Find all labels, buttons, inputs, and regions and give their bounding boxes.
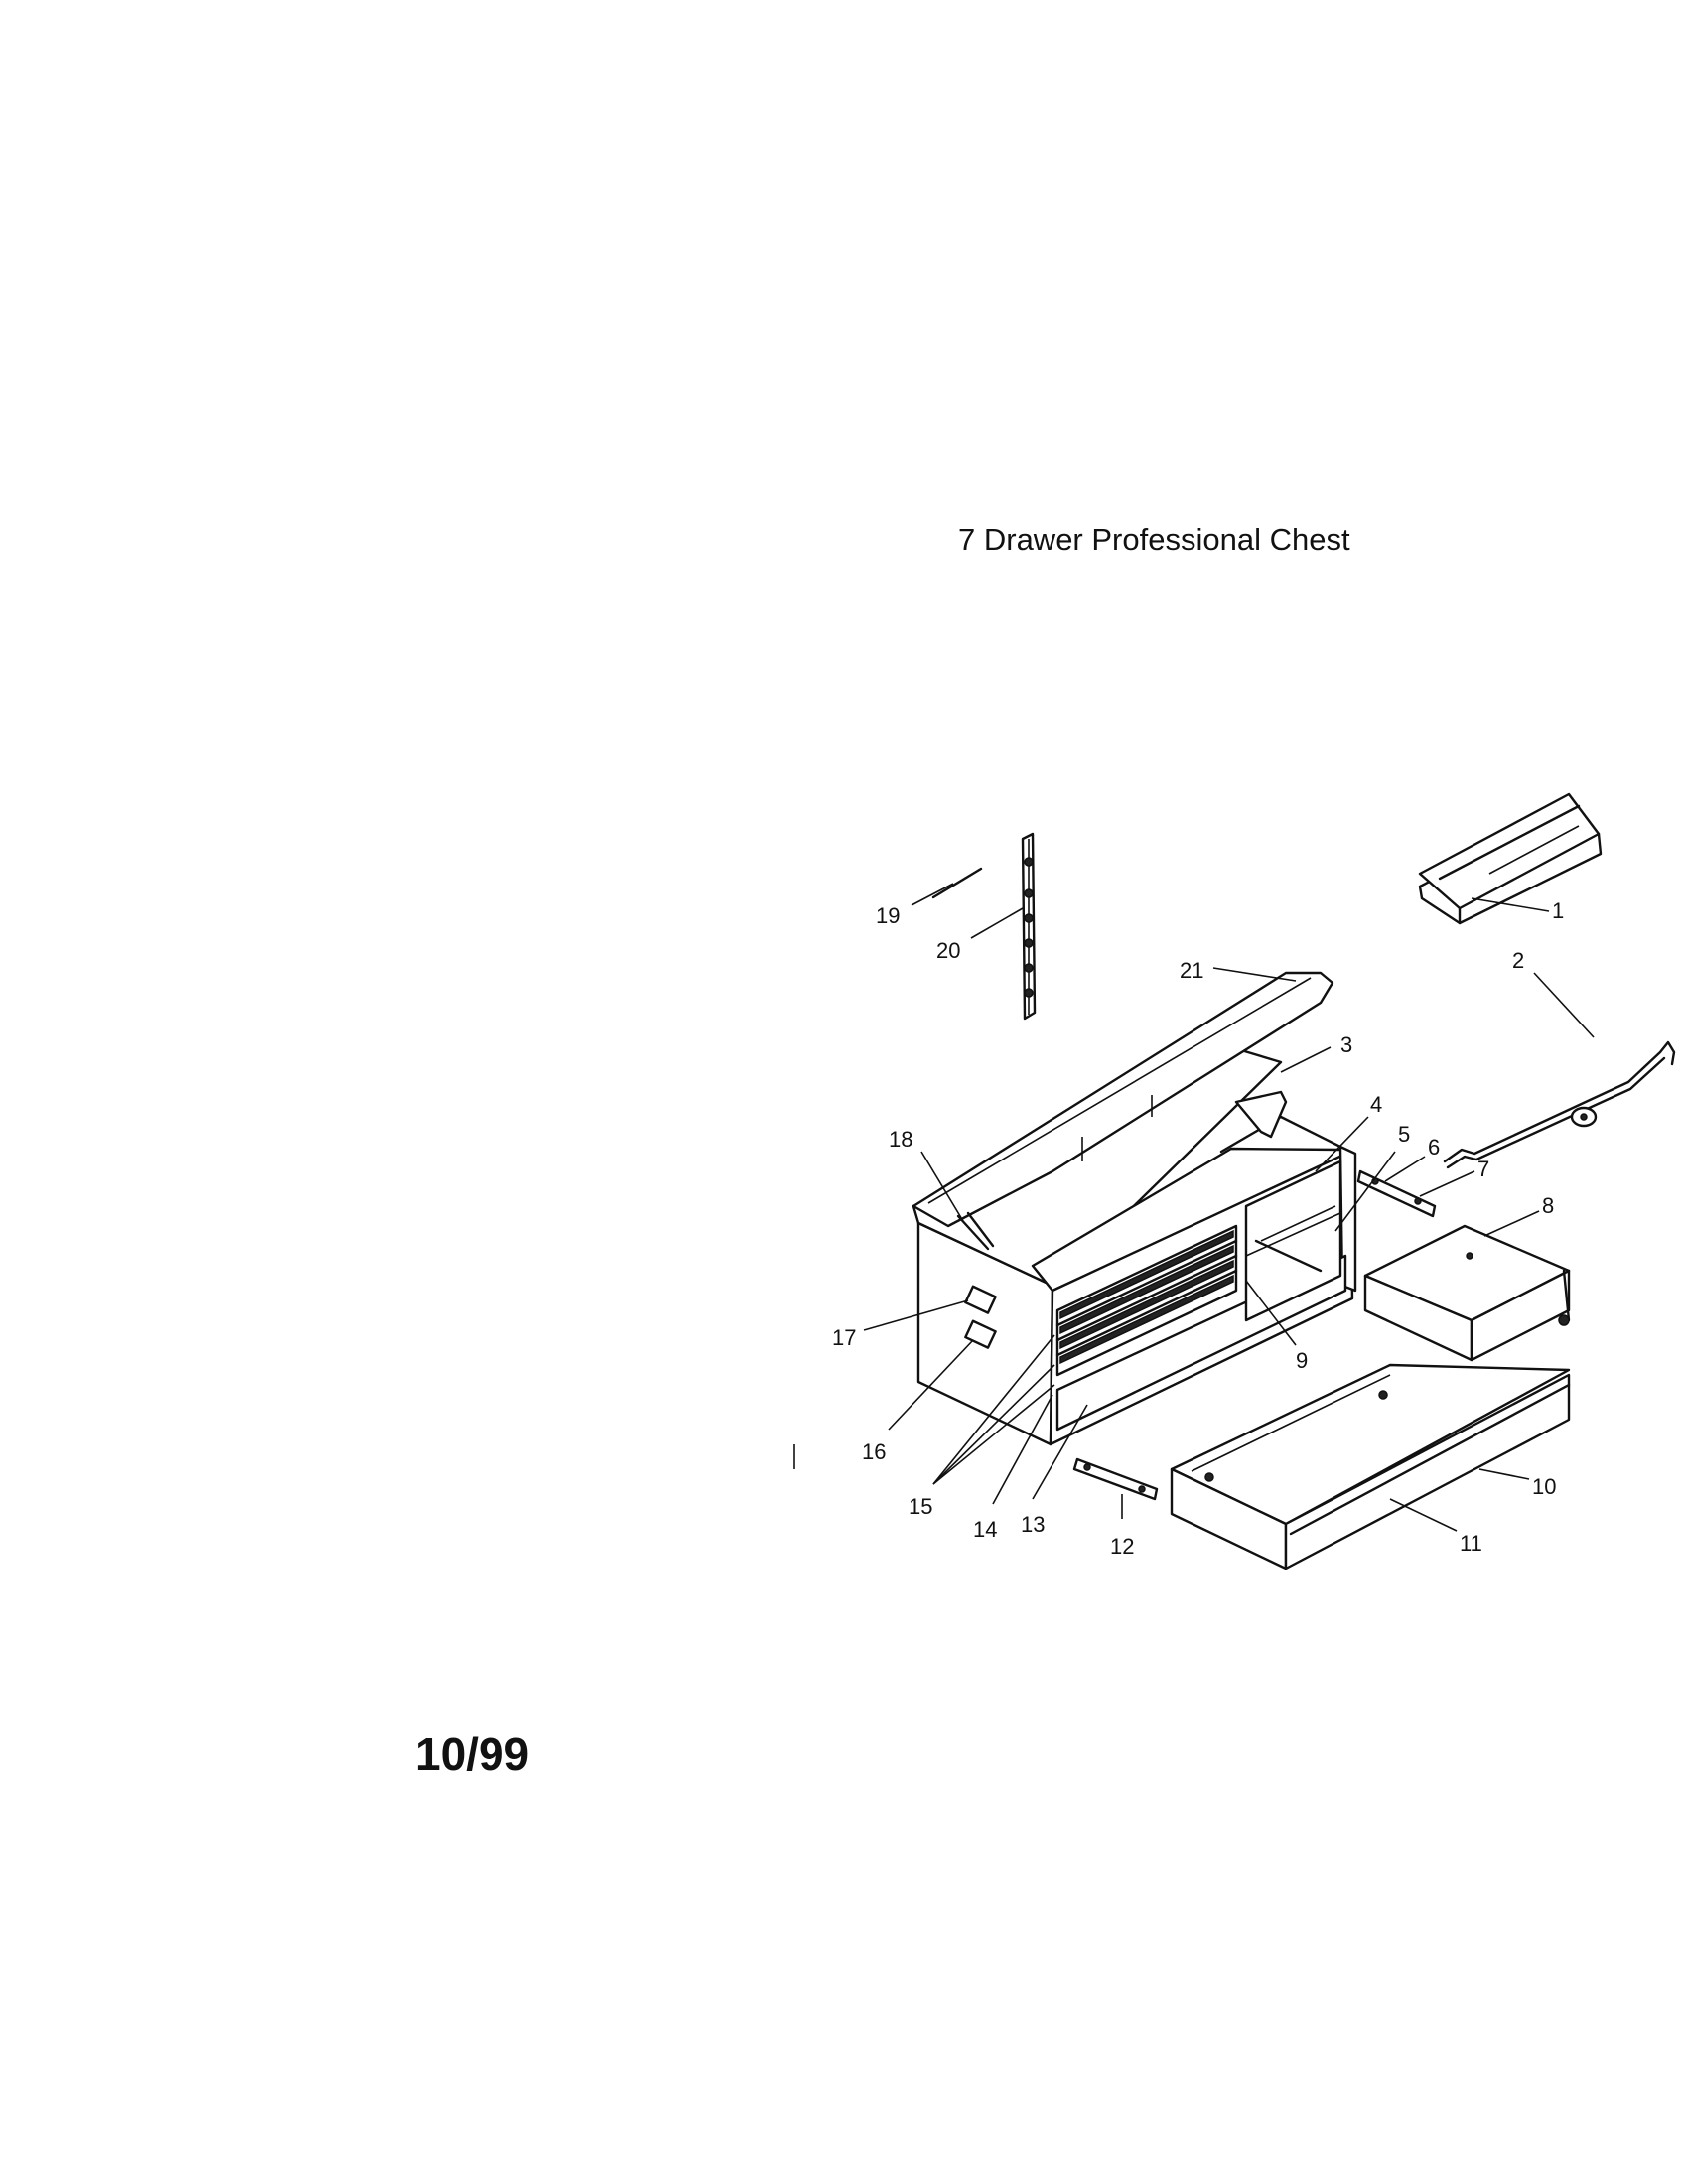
leader-18 xyxy=(920,1151,964,1222)
callout-21: 21 xyxy=(1180,958,1203,983)
leader-15c xyxy=(932,1334,1055,1485)
part-lid xyxy=(912,971,1334,1228)
part-drawer-slide-upper xyxy=(1356,1169,1437,1218)
callout-10: 10 xyxy=(1532,1474,1556,1499)
part-hinge-strip xyxy=(1021,832,1037,1021)
leader-15a xyxy=(932,1364,1055,1485)
revision-date: 10/99 xyxy=(415,1728,530,1780)
leader-21 xyxy=(1212,967,1297,982)
leader-2 xyxy=(1533,972,1595,1038)
leader-7 xyxy=(1419,1170,1475,1197)
callout-6: 6 xyxy=(1428,1135,1440,1160)
leader-8 xyxy=(1483,1210,1540,1237)
diagram-title: 7 Drawer Professional Chest xyxy=(958,522,1350,557)
callout-8: 8 xyxy=(1542,1193,1554,1218)
leader-15b xyxy=(932,1384,1055,1485)
callout-12: 12 xyxy=(1110,1534,1134,1559)
callout-19: 19 xyxy=(876,903,900,928)
part-drawer-slide-middle xyxy=(1254,1239,1323,1273)
part-small-drawer xyxy=(1363,1224,1571,1362)
callout-2: 2 xyxy=(1512,948,1524,973)
callout-14: 14 xyxy=(973,1517,997,1542)
leader-lines xyxy=(863,883,1595,1532)
leader-16 xyxy=(888,1339,974,1431)
leader-6 xyxy=(1384,1156,1426,1182)
callout-3: 3 xyxy=(1340,1032,1352,1057)
callout-13: 13 xyxy=(1021,1512,1045,1537)
leader-10 xyxy=(1478,1468,1530,1480)
leader-19 xyxy=(911,883,954,906)
part-large-drawer xyxy=(1170,1363,1571,1570)
callout-18: 18 xyxy=(889,1127,912,1152)
leader-11 xyxy=(1389,1498,1458,1532)
leader-1 xyxy=(1471,897,1550,912)
callout-16: 16 xyxy=(862,1439,886,1464)
callout-20: 20 xyxy=(936,938,960,963)
leader-20 xyxy=(970,907,1024,939)
callout-labels: 1 2 3 4 5 6 7 8 9 10 11 12 13 14 15 16 1… xyxy=(832,898,1564,1559)
part-pin xyxy=(931,867,983,899)
callout-1: 1 xyxy=(1552,898,1564,923)
leader-17 xyxy=(863,1299,969,1331)
leader-3 xyxy=(1280,1046,1332,1073)
leader-5 xyxy=(1334,1151,1396,1232)
callout-17: 17 xyxy=(832,1325,856,1350)
leader-9 xyxy=(1245,1280,1297,1346)
leader-4 xyxy=(1315,1116,1369,1172)
part-drawer-slide-lower xyxy=(1072,1457,1159,1501)
leader-13 xyxy=(1032,1404,1088,1500)
part-lock-rod xyxy=(1443,1040,1676,1169)
part-chest-body xyxy=(912,971,1357,1446)
callout-5: 5 xyxy=(1398,1122,1410,1147)
callout-4: 4 xyxy=(1370,1092,1382,1117)
callout-15: 15 xyxy=(909,1494,932,1519)
leader-14 xyxy=(992,1394,1053,1505)
callout-11: 11 xyxy=(1460,1531,1482,1556)
callout-7: 7 xyxy=(1477,1157,1489,1181)
callout-9: 9 xyxy=(1296,1348,1308,1373)
part-tool-tray xyxy=(1418,792,1603,925)
